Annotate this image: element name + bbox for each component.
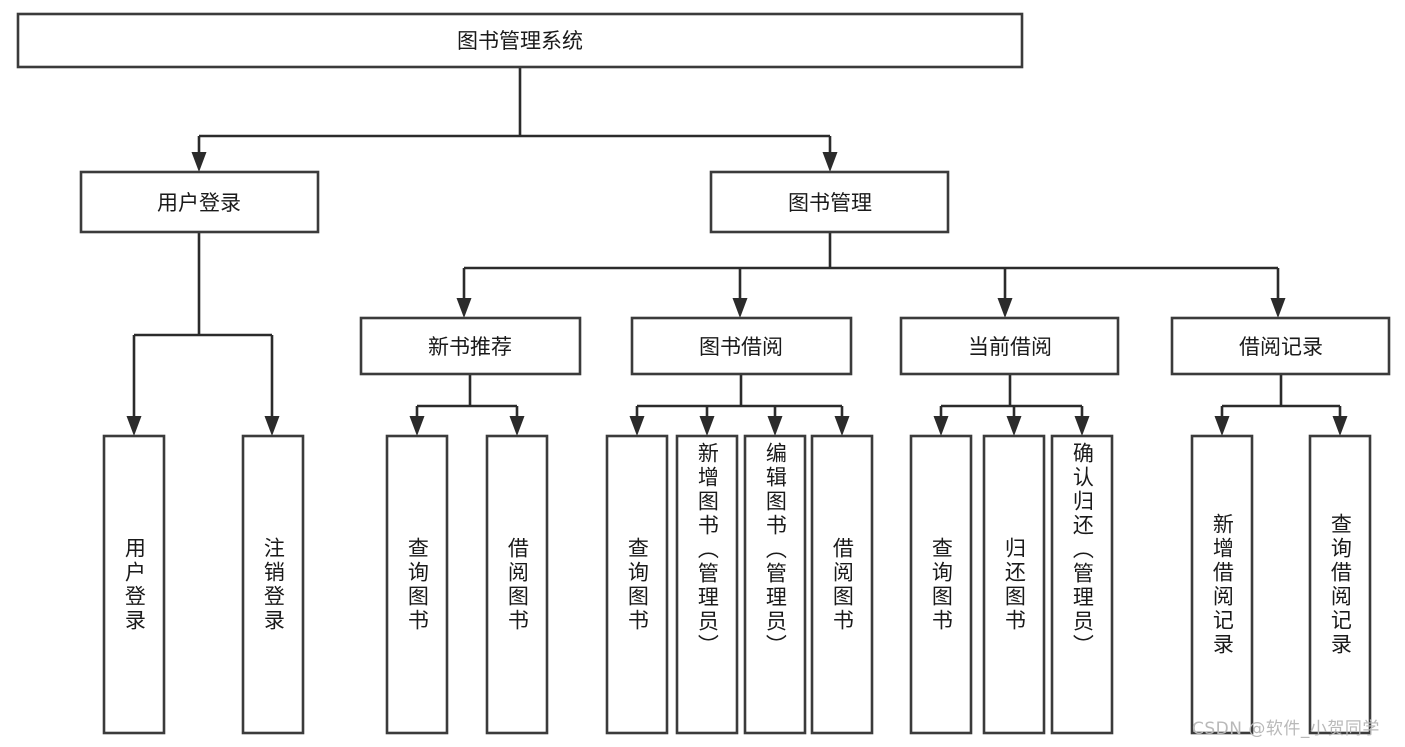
arrow-to-leaf-add-book-admin: [699, 416, 715, 436]
node-leaf-user-login-rect[interactable]: [102, 434, 166, 735]
node-leaf-add-book-admin-rect[interactable]: [675, 434, 739, 735]
arrow-to-leaf-borrow-book-rec: [509, 416, 525, 436]
connector-group-new-book-recommend-to-leaves: [409, 374, 525, 436]
node-new-book-recommend-rect[interactable]: [359, 316, 582, 376]
node-user-login[interactable]: 用户登录: [79, 170, 320, 234]
node-current-borrow-rect[interactable]: [899, 316, 1120, 376]
arrow-to-leaf-add-borrow-record: [1214, 416, 1230, 436]
watermark-credit: CSDN @软件_小贺同学: [1192, 719, 1380, 739]
connector-group-borrow-record-to-leaves: [1214, 374, 1348, 436]
arrow-to-new-book-recommend: [456, 298, 472, 318]
connector-group-root-to-level2: [191, 67, 838, 172]
node-current-borrow[interactable]: 当前借阅: [899, 316, 1120, 376]
connector-group-book-manage-to-level3: [456, 232, 1286, 318]
node-book-manage[interactable]: 图书管理: [709, 170, 950, 234]
arrow-to-leaf-logout: [264, 416, 280, 436]
node-leaf-logout-rect[interactable]: [241, 434, 305, 735]
node-root[interactable]: 图书管理系统: [16, 12, 1024, 69]
arrow-to-leaf-edit-book-admin: [767, 416, 783, 436]
node-book-borrow-rect[interactable]: [630, 316, 853, 376]
connector-group-user-login-to-leaves: [126, 232, 280, 436]
arrow-to-leaf-confirm-return-admin: [1074, 416, 1090, 436]
node-root-label: 图书管理系统: [457, 29, 583, 53]
arrow-to-leaf-query-book-current: [933, 416, 949, 436]
node-leaf-borrow-book-rec-rect[interactable]: [485, 434, 549, 735]
arrow-to-leaf-query-borrow-record: [1332, 416, 1348, 436]
node-leaf-borrow-book-rect[interactable]: [810, 434, 874, 735]
node-borrow-record[interactable]: 借阅记录: [1170, 316, 1391, 376]
connector-group-book-borrow-to-leaves: [629, 374, 850, 436]
node-borrow-record-label: 借阅记录: [1239, 335, 1323, 359]
node-user-login-label: 用户登录: [157, 191, 241, 215]
node-leaf-edit-book-admin-rect[interactable]: [743, 434, 807, 735]
arrow-to-leaf-return-book: [1006, 416, 1022, 436]
node-borrow-record-rect[interactable]: [1170, 316, 1391, 376]
node-root-rect[interactable]: [16, 12, 1024, 69]
node-new-book-recommend-label: 新书推荐: [428, 335, 512, 359]
node-leaf-confirm-return-admin-rect[interactable]: [1050, 434, 1114, 735]
arrow-to-borrow-record: [1270, 298, 1286, 318]
node-leaf-query-borrow-record-rect[interactable]: [1308, 434, 1372, 735]
arrow-to-leaf-user-login: [126, 416, 142, 436]
node-user-login-rect[interactable]: [79, 170, 320, 234]
leaf-boxes: [102, 434, 1372, 735]
arrow-to-leaf-query-book-rec: [409, 416, 425, 436]
arrow-to-user-login: [191, 152, 207, 172]
node-book-manage-label: 图书管理: [788, 191, 872, 215]
node-leaf-return-book-rect[interactable]: [982, 434, 1046, 735]
node-leaf-query-book-current-rect[interactable]: [909, 434, 973, 735]
arrow-to-leaf-query-book-borrow: [629, 416, 645, 436]
node-new-book-recommend[interactable]: 新书推荐: [359, 316, 582, 376]
node-leaf-add-borrow-record-rect[interactable]: [1190, 434, 1254, 735]
node-book-borrow[interactable]: 图书借阅: [630, 316, 853, 376]
arrow-to-leaf-borrow-book: [834, 416, 850, 436]
node-current-borrow-label: 当前借阅: [968, 335, 1052, 359]
arrow-to-book-borrow: [732, 298, 748, 318]
node-leaf-query-book-borrow-rect[interactable]: [605, 434, 669, 735]
connector-group-current-borrow-to-leaves: [933, 374, 1090, 436]
arrow-to-book-manage: [822, 152, 838, 172]
arrow-to-current-borrow: [997, 298, 1013, 318]
node-book-manage-rect[interactable]: [709, 170, 950, 234]
node-book-borrow-label: 图书借阅: [699, 335, 783, 359]
node-leaf-query-book-rec-rect[interactable]: [385, 434, 449, 735]
